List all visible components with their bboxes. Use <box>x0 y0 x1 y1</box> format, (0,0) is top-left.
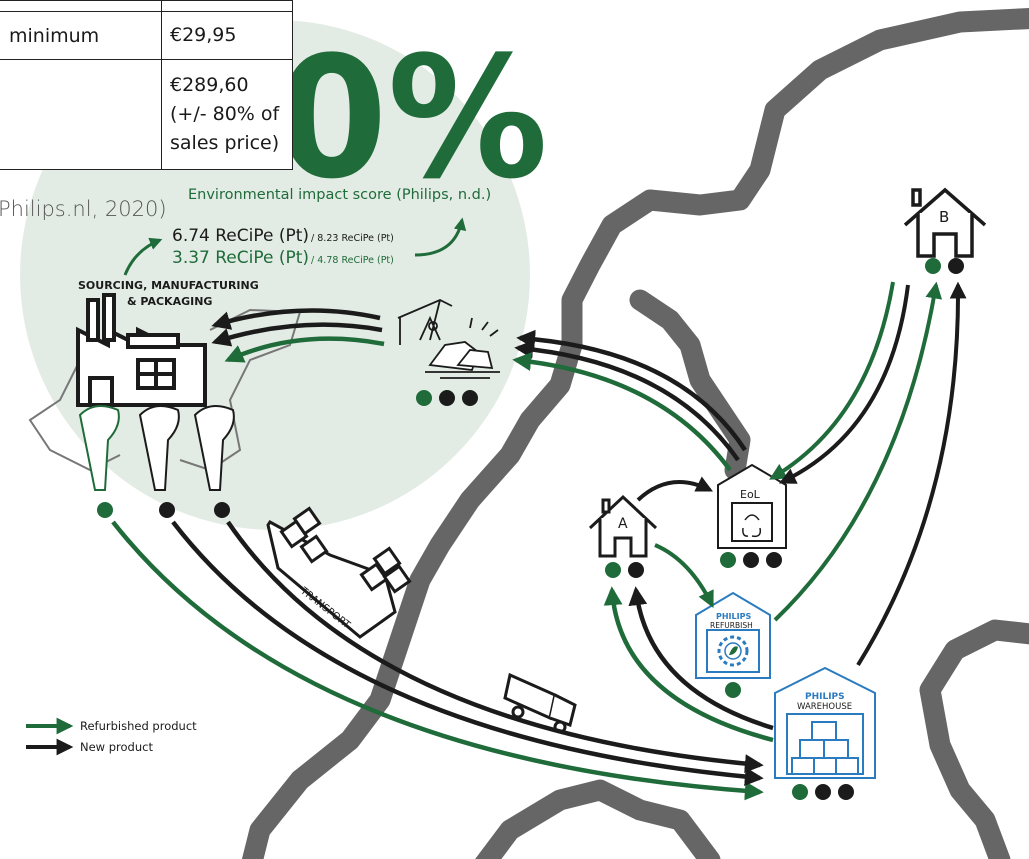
flow-warehouse-a-refurbished <box>603 586 774 743</box>
materials-dot-new-2 <box>462 390 478 406</box>
flow-factory-warehouse-new-1 <box>171 520 764 787</box>
eol-dot-new-2 <box>766 552 782 568</box>
flow-eol-materials-new-1 <box>516 329 747 452</box>
impact-arrow-right <box>414 217 467 257</box>
table-row: €289,60 (+/- 80% of sales price) <box>0 59 293 170</box>
flow-b-eol-refurbished <box>769 281 895 480</box>
flow-materials-factory-new-2 <box>211 322 383 347</box>
sourcing-label-line2: & PACKAGING <box>127 295 212 308</box>
legend-new-label: New product <box>80 740 153 754</box>
factory-icon <box>76 293 207 407</box>
philips-warehouse-sub: WAREHOUSE <box>797 702 852 712</box>
table-cell-label: minimum <box>0 11 162 60</box>
materials-dot-new-1 <box>439 390 455 406</box>
flow-materials-factory-refurbished <box>224 336 385 363</box>
impact-new: 6.74 ReCiPe (Pt)/ 8.23 ReCiPe (Pt) <box>172 226 394 246</box>
house-b-dot-refurbished <box>925 258 941 274</box>
warehouse-dot-refurbished <box>792 784 808 800</box>
flow-eol-materials-new-2 <box>514 339 740 462</box>
raw-materials-icon <box>425 317 500 379</box>
table-cell-label <box>0 59 162 170</box>
gear-leaf-icon <box>717 635 749 667</box>
table-row <box>0 0 293 12</box>
flow-warehouse-b-new <box>856 281 967 667</box>
citation: Philips.nl, 2020) <box>0 197 167 221</box>
epilator-device-icon <box>78 405 235 491</box>
flow-warehouse-a-new <box>628 586 774 731</box>
price-table: minimum €29,95 €289,60 (+/- 80% of sales… <box>0 0 293 170</box>
table-row: minimum €29,95 <box>0 11 293 60</box>
eol-facility-icon <box>717 463 787 549</box>
house-a-dot-refurbished <box>605 562 621 578</box>
recycle-icon <box>742 514 762 538</box>
philips-refurbish-sub: REFURBISH <box>710 621 753 630</box>
legend-refurbished-label: Refurbished product <box>80 719 197 733</box>
boxes-icon <box>791 721 859 775</box>
factory-dot-new-2 <box>214 502 230 518</box>
impact-heading: Environmental impact score (Philips, n.d… <box>188 187 491 203</box>
materials-dot-refurbished <box>416 390 432 406</box>
flow-a-eol <box>636 476 714 502</box>
flow-b-eol-new <box>778 284 910 484</box>
warehouse-dot-new-1 <box>815 784 831 800</box>
factory-dot-new-1 <box>159 502 175 518</box>
impact-refurbished: 3.37 ReCiPe (Pt)/ 4.78 ReCiPe (Pt) <box>172 248 394 268</box>
flow-refurbish-b <box>773 281 943 622</box>
flow-factory-warehouse-new-2 <box>226 520 764 774</box>
oil-pump-icon <box>397 299 453 345</box>
eol-dot-refurbished <box>720 552 736 568</box>
house-a-label: A <box>618 516 628 532</box>
table-cell-value: €29,95 <box>161 11 293 60</box>
house-b-label: B <box>939 208 949 226</box>
house-b-icon <box>903 187 987 258</box>
house-a-dot-new <box>628 562 644 578</box>
truck-icon <box>503 672 577 734</box>
flow-eol-materials-refurbished <box>512 352 732 472</box>
legend: Refurbished product New product <box>26 717 197 756</box>
house-b-dot-new <box>948 258 964 274</box>
ship-icon <box>266 506 412 639</box>
philips-refurbish-brand: PHILIPS <box>716 612 751 621</box>
sourcing-label-line1: SOURCING, MANUFACTURING <box>78 279 259 292</box>
eol-label: EoL <box>740 488 761 501</box>
table-cell <box>0 0 162 12</box>
eol-dot-new-1 <box>743 552 759 568</box>
impact-arrow-left <box>123 237 163 276</box>
refurbish-dot <box>725 682 741 698</box>
warehouse-dot-new-2 <box>838 784 854 800</box>
flow-materials-factory-new-1 <box>211 308 381 330</box>
flow-factory-warehouse-refurbished <box>111 520 764 801</box>
house-a-icon <box>588 494 658 558</box>
table-cell-value: €289,60 (+/- 80% of sales price) <box>161 59 293 170</box>
philips-warehouse-brand: PHILIPS <box>805 692 845 702</box>
big-percent: 0% <box>276 20 548 216</box>
flow-a-refurbish <box>654 543 714 609</box>
factory-dot-refurbished <box>97 502 113 518</box>
table-cell <box>161 0 293 12</box>
